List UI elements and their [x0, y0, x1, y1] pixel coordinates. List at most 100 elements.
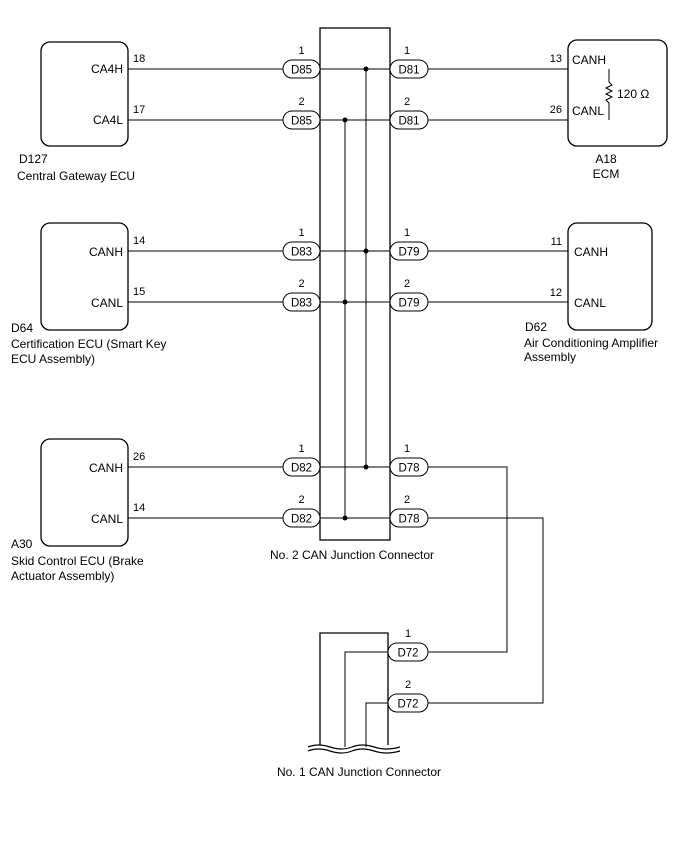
- pin-number: 14: [133, 502, 145, 514]
- ecu-code: D64: [11, 321, 33, 335]
- connector-d85-1: D85 1: [282, 45, 321, 79]
- junction-dot: [342, 117, 348, 123]
- junction-dot: [342, 515, 348, 521]
- connector-label: D78: [398, 463, 419, 475]
- terminal-label-low: CANL: [572, 104, 604, 118]
- pin-number: 17: [133, 104, 145, 116]
- connector-pill: [282, 110, 321, 130]
- connector-d79-1: D79 1: [389, 227, 429, 261]
- connector-d78-1: D78 1: [389, 443, 429, 477]
- ecu-a18: CANH CANL 13 26 120 Ω A18 ECM: [550, 39, 668, 181]
- pin-number: 1: [404, 443, 410, 455]
- connector-d72-2: D72 2: [387, 679, 429, 713]
- cut-mark-top: [307, 744, 401, 750]
- connector-d79-2: D79 2: [389, 278, 429, 312]
- connector-d82-2: D82 2: [282, 494, 321, 528]
- connector-pill: [387, 642, 429, 662]
- ecu-d64: CANH CANL 14 15 D64 Certification ECU (S…: [11, 222, 166, 366]
- connector-d85-2: D85 2: [282, 96, 321, 130]
- ecu-box: [40, 41, 129, 147]
- connector-label: D79: [398, 298, 419, 310]
- connector-d83-1: D83 1: [282, 227, 321, 261]
- connector-pill: [282, 59, 321, 79]
- connector-label: D81: [398, 65, 419, 77]
- pin-number: 15: [133, 286, 145, 298]
- connector-pill: [389, 110, 429, 130]
- junction-connector-2-box: [319, 27, 391, 541]
- junction-dot: [363, 464, 369, 470]
- pin-number: 2: [404, 278, 410, 290]
- connector-pill: [389, 292, 429, 312]
- pin-number: 14: [133, 235, 145, 247]
- junction-dot: [363, 66, 369, 72]
- connector-d81-2: D81 2: [389, 96, 429, 130]
- ecu-code: D127: [19, 152, 48, 166]
- ecu-d127: CA4H CA4L 18 17 D127 Central Gateway ECU: [17, 41, 145, 183]
- pin-number: 2: [404, 96, 410, 108]
- wire-d78-2-to-d72-2: [428, 517, 544, 704]
- terminal-label-low: CANL: [574, 296, 606, 310]
- resistor-symbol: [604, 69, 614, 120]
- pin-number: 18: [133, 53, 145, 65]
- pin-number: 1: [298, 443, 304, 455]
- terminal-label-low: CA4L: [93, 113, 123, 127]
- ecu-code: A18: [595, 152, 617, 166]
- pin-number: 13: [550, 53, 562, 65]
- pin-number: 26: [133, 451, 145, 463]
- ecu-code: D62: [525, 320, 547, 334]
- pin-number: 1: [298, 227, 304, 239]
- pin-number: 2: [298, 494, 304, 506]
- resistor-value: 120 Ω: [617, 87, 649, 101]
- connector-label: D79: [398, 247, 419, 259]
- ecu-box: [40, 222, 129, 331]
- connector-pill: [282, 241, 321, 261]
- connector-pill: [389, 59, 429, 79]
- jct1-wire-1: [344, 651, 390, 747]
- terminal-label-low: CANL: [91, 296, 123, 310]
- connector-d72-1: D72 1: [387, 628, 429, 662]
- wires: [128, 68, 614, 747]
- terminal-label-high: CANH: [572, 53, 606, 67]
- ecu-name-line1: Skid Control ECU (Brake: [11, 554, 144, 568]
- ecu-name-line2: Assembly: [524, 350, 576, 364]
- pin-number: 12: [550, 287, 562, 299]
- pin-number: 2: [298, 96, 304, 108]
- ecu-name-line2: Actuator Assembly): [11, 569, 114, 583]
- connector-pill: [282, 457, 321, 477]
- connector-d82-1: D82 1: [282, 443, 321, 477]
- ecu-a30: CANH CANL 26 14 A30 Skid Control ECU (Br…: [11, 438, 145, 583]
- ecu-d62: CANH CANL 11 12 D62 Air Conditioning Amp…: [524, 222, 658, 364]
- pin-number: 11: [551, 236, 562, 248]
- pin-number: 2: [405, 679, 411, 691]
- terminal-label-high: CANH: [89, 245, 123, 259]
- pin-number: 1: [404, 227, 410, 239]
- connector-label: D85: [291, 65, 312, 77]
- connector-d78-2: D78 2: [389, 494, 429, 528]
- ecu-box: [567, 222, 653, 331]
- terminal-label-low: CANL: [91, 512, 123, 526]
- connector-d81-1: D81 1: [389, 45, 429, 79]
- connector-label: D72: [397, 648, 418, 660]
- ecu-name-line2: ECU Assembly): [11, 352, 95, 366]
- wire-d78-1-to-d72-1: [428, 466, 508, 653]
- connector-label: D85: [291, 116, 312, 128]
- ecu-box: [40, 438, 129, 547]
- ecu-code: A30: [11, 537, 33, 551]
- connector-pill: [389, 241, 429, 261]
- connector-d83-2: D83 2: [282, 278, 321, 312]
- junction-connector-2-title: No. 2 CAN Junction Connector: [270, 548, 434, 562]
- terminal-label-high: CANH: [89, 461, 123, 475]
- connector-label: D82: [291, 514, 312, 526]
- terminal-label-high: CANH: [574, 245, 608, 259]
- connector-pill: [389, 508, 429, 528]
- connector-label: D81: [398, 116, 419, 128]
- connector-pill: [282, 292, 321, 312]
- connector-label: D78: [398, 514, 419, 526]
- junction-dot: [342, 299, 348, 305]
- pin-number: 1: [405, 628, 411, 640]
- connector-pill: [389, 457, 429, 477]
- pin-number: 1: [298, 45, 304, 57]
- junction-dots: [342, 66, 369, 521]
- pin-number: 26: [550, 104, 562, 116]
